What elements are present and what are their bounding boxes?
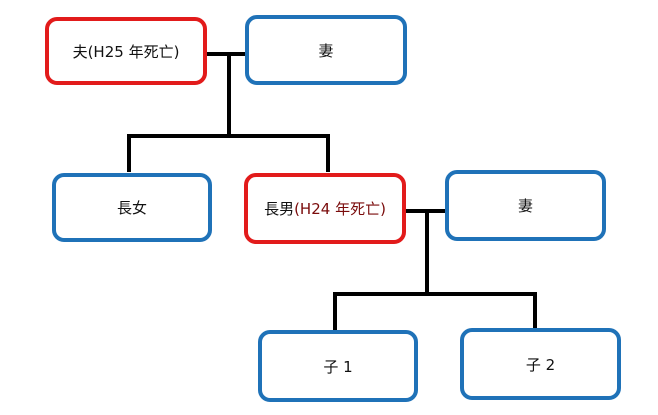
eldest-son-label: 長男 xyxy=(264,200,295,218)
wife-label-2: 妻 xyxy=(517,197,533,215)
daughter-label: 長女 xyxy=(116,199,147,217)
daughter-node: 長女 xyxy=(52,173,212,242)
child1-label: 子 1 xyxy=(323,357,353,376)
child2-label: 子 2 xyxy=(525,355,556,374)
eldest-son-death-note: (H24 年死亡) xyxy=(294,200,386,218)
wife-label-1: 妻 xyxy=(318,41,334,60)
eldest-son-node: 長男(H24 年死亡) xyxy=(244,173,406,244)
wife-node-2: 妻 xyxy=(445,170,606,241)
husband-death-note: (H25 年死亡) xyxy=(87,42,180,61)
husband-label: 夫 xyxy=(72,42,88,61)
child2-node: 子 2 xyxy=(460,328,621,400)
child1-node: 子 1 xyxy=(258,330,418,402)
wife-node-1: 妻 xyxy=(245,15,407,85)
husband-node: 夫(H25 年死亡) xyxy=(45,17,207,85)
